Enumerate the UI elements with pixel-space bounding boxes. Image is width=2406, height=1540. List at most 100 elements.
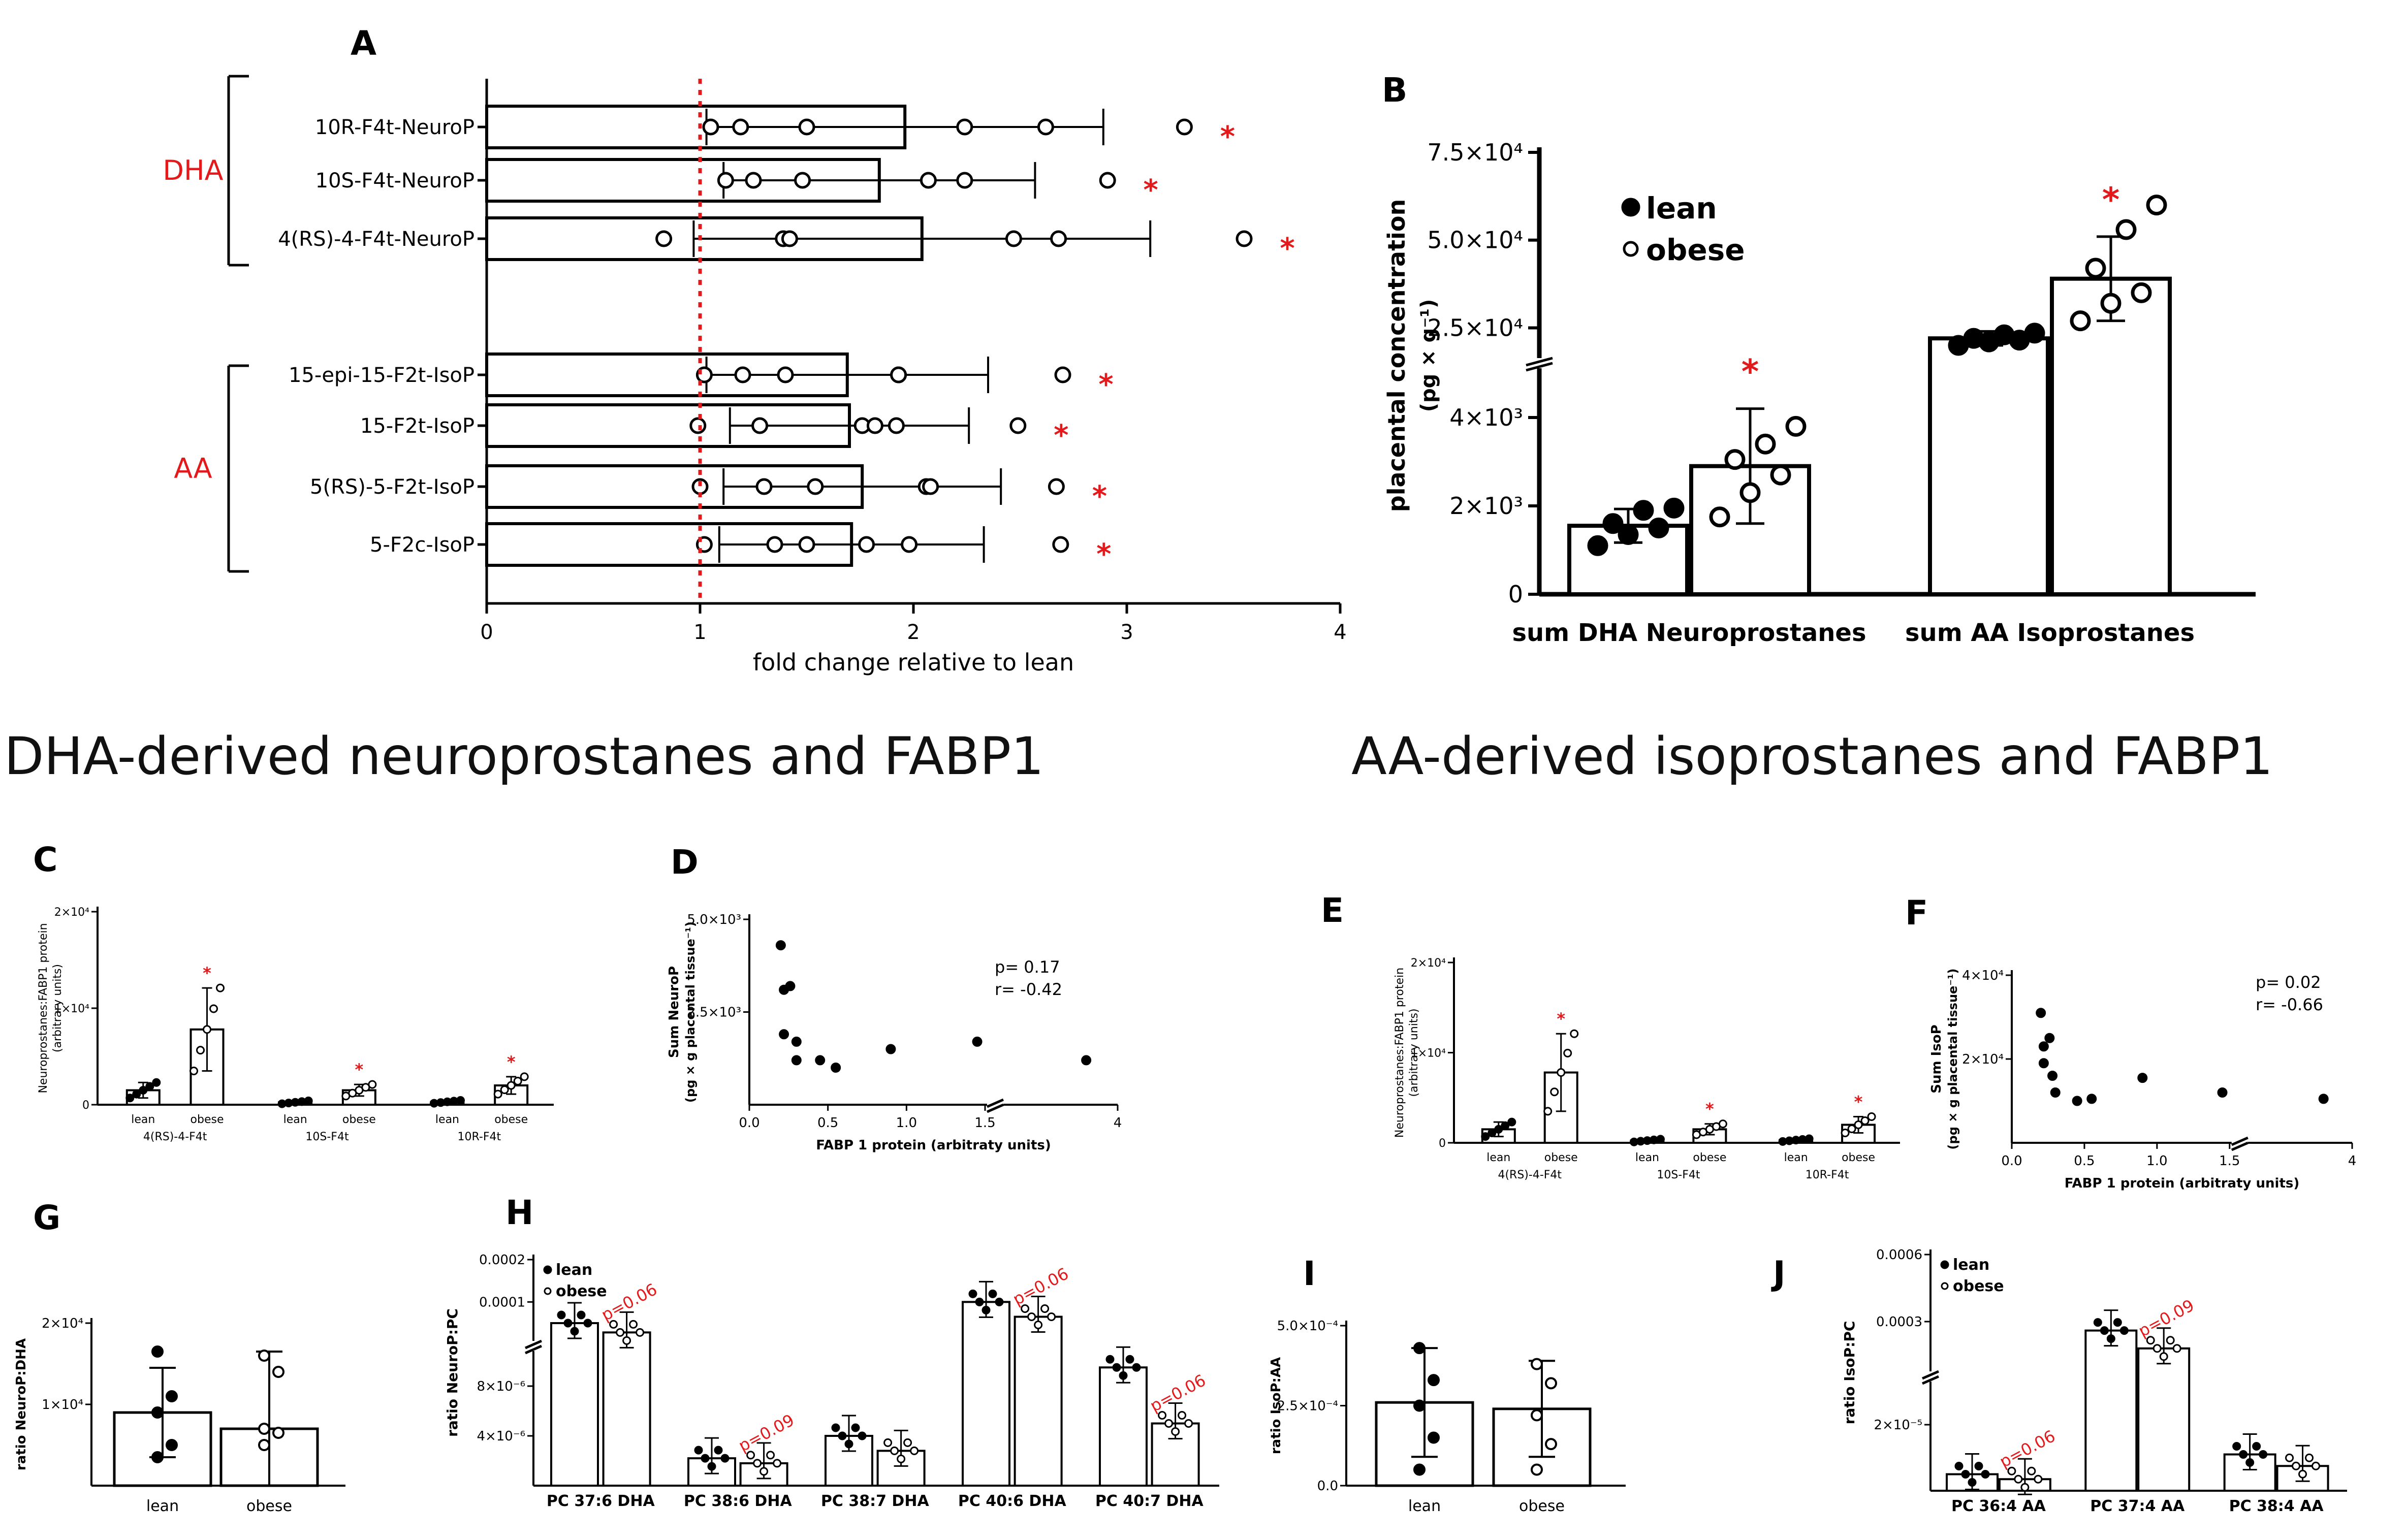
panel-J-group-label: PC 37:4 AA	[2090, 1497, 2185, 1515]
panel-D-y-tick-label: 2.5×10³	[687, 1005, 741, 1020]
panel-J-point	[2007, 1466, 2016, 1475]
panel-E-series-label: obese	[1693, 1151, 1726, 1164]
panel-E-point	[1550, 1087, 1559, 1097]
panel-I-point	[1531, 1409, 1543, 1422]
panel-b-legend-lean-label: lean	[1646, 191, 1717, 226]
panel-C-y-axis-label: Neuroprostanes:FABP1 protein	[37, 923, 50, 1093]
panel-a-point	[807, 478, 824, 495]
panel-I-point	[1413, 1342, 1426, 1355]
panel-a-point	[777, 366, 794, 383]
panel-J-point	[2172, 1344, 2181, 1353]
panel-F-x-tick-label: 1.0	[2146, 1153, 2167, 1169]
panel-H-y-tick-label: 0.0001	[479, 1295, 525, 1310]
panel-C-y-axis-unit: (arbitrary units)	[51, 964, 64, 1052]
panel-E-point	[1718, 1119, 1727, 1129]
panel-E-y-tick-label: 0	[1439, 1137, 1446, 1150]
panel-H-point	[557, 1310, 566, 1320]
panel-E-y-tick-label: 1×10⁴	[1411, 1047, 1446, 1060]
panel-H-point	[995, 1297, 1004, 1306]
panel-b-significance-star: *	[1742, 352, 1759, 392]
panel-F-y-tick-label: 4×10⁴	[1962, 968, 2004, 983]
panel-C-point	[506, 1081, 516, 1090]
panel-H-point	[838, 1431, 847, 1440]
panel-D-x-axis-label: FABP 1 protein (arbitraty units)	[816, 1138, 1051, 1153]
panel-H-y-axis-label: ratio NeuroP:PC	[444, 1308, 461, 1437]
panel-J-point	[2292, 1461, 2301, 1470]
panel-a-x-tick-label: 4	[1334, 621, 1346, 644]
panel-a-significance-star: *	[1096, 538, 1111, 571]
panel-H-point	[714, 1446, 723, 1455]
panel-D-y-axis-label: Sum NeuroP	[667, 966, 682, 1058]
panel-J-y-tick-label: 2×10⁻⁵	[1874, 1418, 1922, 1433]
panel-a-significance-star: *	[1220, 120, 1235, 153]
panel-H-point	[1184, 1419, 1193, 1428]
panel-J-bar	[2084, 1329, 2138, 1492]
panel-J-bar	[2137, 1347, 2191, 1492]
panel-H-point	[968, 1289, 977, 1298]
panel-J-point	[2113, 1318, 2122, 1327]
panel-C-point	[368, 1080, 377, 1089]
panel-J-y-tick-label: 0.0006	[1876, 1247, 1922, 1263]
panel-H-y-tick-label: 4×10⁻⁶	[477, 1429, 525, 1444]
panel-J-p-annotation: p=0.09	[2135, 1296, 2197, 1341]
panel-J-legend-lean-marker	[1940, 1260, 1949, 1269]
panel-E-series-label: lean	[1635, 1151, 1659, 1164]
panel-H-group-label: PC 40:6 DHA	[958, 1492, 1067, 1510]
panel-I-y-tick-label: 5.0×10⁻⁴	[1277, 1319, 1338, 1334]
panel-H-point	[622, 1336, 631, 1345]
panel-a-point	[702, 118, 719, 136]
panel-J-point	[2239, 1450, 2248, 1459]
panel-D-x-tick-label: 4	[1114, 1115, 1122, 1131]
panel-F-point	[2047, 1071, 2058, 1081]
panel-F-y-tick-label: 2×10⁴	[1962, 1052, 2004, 1067]
panel-a-category-label: 10R-F4t-NeuroP	[315, 116, 474, 139]
panel-C-significance-star: *	[355, 1060, 363, 1079]
panel-a-point	[1009, 417, 1027, 434]
panel-H-point	[694, 1446, 703, 1455]
panel-C-point	[513, 1076, 522, 1085]
panel-a-category-label: 4(RS)-4-F4t-NeuroP	[278, 228, 474, 251]
panel-F-point	[2038, 1058, 2049, 1069]
panel-b-point	[2024, 323, 2045, 344]
panel-letter-I: I	[1303, 1254, 1316, 1293]
panel-G-point	[151, 1451, 164, 1463]
panel-b-point	[1739, 482, 1761, 503]
panel-a-point	[734, 366, 751, 383]
panel-F-y-axis-label: Sum IsoP	[1929, 1024, 1944, 1093]
panel-D-y-axis-unit: (pg × g placental tissue⁻¹)	[683, 921, 698, 1103]
panel-a-point	[745, 172, 762, 189]
panel-b-point	[1785, 415, 1807, 437]
panel-E-point	[1563, 1048, 1572, 1057]
panel-C-point	[189, 1067, 199, 1075]
panel-D-point	[972, 1036, 983, 1047]
panel-H-legend-obese-marker	[544, 1287, 552, 1295]
panel-letter-E: E	[1321, 891, 1344, 930]
panel-C-point	[520, 1072, 529, 1081]
panel-D-point	[779, 1029, 789, 1040]
panel-I-point	[1545, 1377, 1557, 1390]
panel-a-category-label: 10S-F4t-NeuroP	[315, 169, 474, 192]
panel-H-y-tick-label: 0.0002	[479, 1253, 525, 1268]
panel-J-point	[2245, 1458, 2255, 1467]
panel-a-point	[781, 230, 798, 247]
panel-a-significance-star: *	[1280, 232, 1294, 265]
panel-I-category-label: lean	[1408, 1497, 1441, 1515]
panel-H-p-annotation: p=0.06	[1147, 1370, 1209, 1416]
panel-J-point	[2252, 1442, 2261, 1451]
panel-b-point	[1633, 500, 1654, 521]
panel-b-point	[2131, 282, 2152, 303]
panel-E-point	[1860, 1116, 1870, 1126]
panel-H-point	[1119, 1371, 1128, 1380]
panel-letter-A: A	[351, 24, 376, 63]
panel-a-x-tick-label: 2	[907, 621, 920, 644]
panel-F-x-axis-label: FABP 1 protein (arbitraty units)	[2065, 1176, 2300, 1191]
panel-J-point	[2232, 1442, 2241, 1451]
panel-b-y-tick-label: 0	[1508, 581, 1523, 608]
panel-H-p-annotation: p=0.06	[1009, 1264, 1071, 1309]
panel-I-y-tick-label: 0.0	[1317, 1479, 1338, 1494]
panel-E-point	[1805, 1134, 1814, 1143]
panel-J-point	[2285, 1453, 2294, 1462]
panel-D-point	[791, 1036, 802, 1047]
panel-C-series-label: obese	[191, 1113, 224, 1126]
panel-F-axis-break-slash	[2231, 1141, 2249, 1151]
